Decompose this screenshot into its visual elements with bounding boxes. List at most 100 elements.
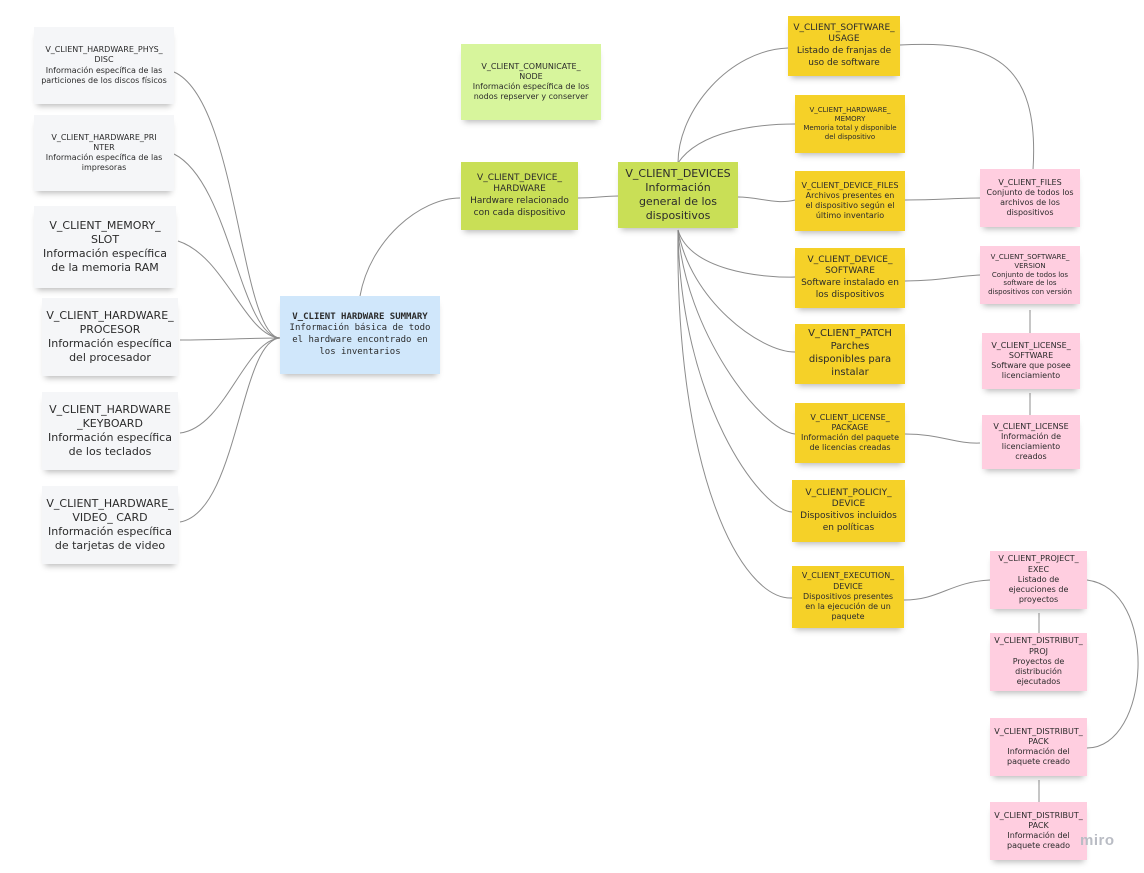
note-description: Conjunto de todos los archivos de los di… [986,187,1074,218]
note-title: V_CLIENT_HARDWARE_PHYS_ DISC [45,45,163,65]
note-description: Software que posee licenciamiento [991,361,1071,381]
note-project-exec[interactable]: V_CLIENT_PROJECT_ EXEC Listado de ejecuc… [990,551,1087,609]
note-description: Parches disponibles para instalar [808,341,892,378]
note-hardware-memory[interactable]: V_CLIENT_HARDWARE_ MEMORY Memoria total … [795,95,905,153]
note-title: V_CLIENT_PROJECT_ EXEC [998,554,1079,574]
connector-devices-execution-device [677,229,793,599]
note-description: Dispositivos incluidos en políticas [800,511,897,533]
note-description: Archivos presentes en el dispositivo seg… [805,190,895,221]
note-description: Información de licenciamiento creados [1000,431,1062,462]
note-license-package[interactable]: V_CLIENT_LICENSE_ PACKAGE Información de… [795,403,905,463]
connector-summary-printer [173,153,281,339]
connector-software-usage-files [899,43,1035,171]
note-description: Listado de franjas de uso de software [796,46,892,68]
note-distribut-proj[interactable]: V_CLIENT_DISTRIBUT_ PROJ Proyectos de di… [990,633,1087,691]
note-title: V_CLIENT_DEVICE_ HARDWARE [477,172,562,195]
connector-execution-device-project-exec [903,579,991,601]
note-title: V_CLIENT_DISTRIBUT_ PACK [994,726,1083,746]
note-description: Dispositivos presentes en la ejecución d… [802,591,894,622]
connector-devices-patch [677,229,796,353]
note-title: V_CLIENT_LICENSE_ SOFTWARE [991,340,1071,360]
note-license-software[interactable]: V_CLIENT_LICENSE_ SOFTWARE Software que … [982,333,1080,389]
note-description: Información general de los dispositivos [638,180,718,223]
note-distribut-pack-1[interactable]: V_CLIENT_DISTRIBUT_ PACK Información del… [990,718,1087,776]
note-description: Información específica de las particione… [41,65,167,85]
connector-device-files-files [904,197,981,201]
note-description: Información específica de los teclados [48,431,172,459]
note-memory-slot[interactable]: V_CLIENT_MEMORY_ SLOT Información especí… [34,206,176,288]
note-title: V_CLIENT_HARDWARE_ VIDEO_ CARD [46,496,174,524]
note-software-version[interactable]: V_CLIENT_SOFTWARE_ VERSION Conjunto de t… [980,246,1080,304]
connector-summary-video-card [179,337,281,523]
note-description: Listado de ejecuciones de proyectos [1008,574,1069,605]
connector-devices-hardware-memory [677,123,796,164]
note-files[interactable]: V_CLIENT_FILES Conjunto de todos los arc… [980,169,1080,227]
note-description: Información específica de tarjetas de vi… [48,525,172,553]
note-title: V_CLIENT_FILES [998,177,1062,187]
note-description: Información específica de las impresoras [45,153,163,173]
note-hardware-summary[interactable]: V_CLIENT HARDWARE SUMMARY Información bá… [280,296,440,374]
note-title: V_CLIENT_PATCH [808,328,892,340]
connector-license-package-license [904,433,981,444]
note-description: Conjunto de todos los software de los di… [988,270,1072,297]
note-description: Información del paquete creado [1007,831,1070,851]
note-title: V_CLIENT_SOFTWARE_ VERSION [990,252,1070,270]
note-hardware-video-card[interactable]: V_CLIENT_HARDWARE_ VIDEO_ CARD Informaci… [42,486,178,564]
connector-project-exec-distribut-pack-1 [1086,579,1139,749]
connector-devices-device-software [677,229,796,278]
note-hardware-procesor[interactable]: V_CLIENT_HARDWARE_ PROCESOR Información … [42,298,178,376]
note-execution-device[interactable]: V_CLIENT_EXECUTION_ DEVICE Dispositivos … [792,566,904,628]
connector-devices-policiy-device [677,229,793,513]
connector-devices-software-usage [677,47,789,164]
note-device-files[interactable]: V_CLIENT_DEVICE_FILES Archivos presentes… [795,171,905,231]
note-title: V_CLIENT_POLICIY_ DEVICE [805,487,892,510]
note-title: V_CLIENT_EXECUTION_ DEVICE [801,571,895,591]
note-title: V_CLIENT_DEVICE_ SOFTWARE [807,254,893,277]
note-title: V_CLIENT_DEVICE_FILES [801,180,899,190]
note-description: Información específica de los nodos reps… [472,82,590,102]
note-description: Información específica del procesador [48,337,172,365]
note-description: Hardware relacionado con cada dispositiv… [470,196,569,218]
note-title: V_CLIENT_HARDWARE_ MEMORY [809,106,891,124]
note-device-hardware[interactable]: V_CLIENT_DEVICE_ HARDWARE Hardware relac… [461,162,578,230]
connector-device-hardware-devices [577,195,619,199]
note-hardware-phys-disc[interactable]: V_CLIENT_HARDWARE_PHYS_ DISC Información… [34,27,174,104]
note-distribut-pack-2[interactable]: V_CLIENT_DISTRIBUT_ PACK Información del… [990,802,1087,860]
note-title: V_CLIENT_DEVICES [625,166,731,180]
note-description: Información del paquete creado [1007,747,1070,767]
note-title: V_CLIENT HARDWARE SUMMARY [292,311,428,322]
note-description: Proyectos de distribución ejecutados [1012,656,1065,687]
note-title: V_CLIENT_HARDWARE_ PROCESOR [46,308,174,336]
connector-summary-memory-slot [177,240,281,339]
note-hardware-printer[interactable]: V_CLIENT_HARDWARE_PRI NTER Información e… [34,115,174,191]
note-title: V_CLIENT_COMUNICATE_ NODE [481,61,581,81]
note-description: Software instalado en los dispositivos [801,278,899,300]
note-title: V_CLIENT_HARDWARE_PRI NTER [51,132,157,152]
note-description: Información del paquete de licencias cre… [801,433,899,453]
connector-summary-device-hardware [359,197,461,297]
note-title: V_CLIENT_LICENSE_ PACKAGE [810,412,890,432]
note-title: V_CLIENT_LICENSE [993,421,1069,431]
note-license[interactable]: V_CLIENT_LICENSE Información de licencia… [982,415,1080,469]
note-hardware-keyboard[interactable]: V_CLIENT_HARDWARE _KEYBOARD Información … [42,392,178,470]
note-title: V_CLIENT_MEMORY_ SLOT [49,218,161,246]
note-title: V_CLIENT_DISTRIBUT_ PACK [994,810,1083,830]
connector-summary-procesor [179,337,281,341]
note-description: Información específica de la memoria RAM [43,247,167,275]
connector-devices-license-package [677,229,796,435]
note-description: Información básica de todo el hardware e… [289,323,431,357]
connector-devices-device-files [737,196,796,203]
note-devices[interactable]: V_CLIENT_DEVICES Información general de … [618,162,738,228]
note-title: V_CLIENT_HARDWARE _KEYBOARD [49,402,171,430]
connector-summary-keyboard [179,337,281,434]
note-software-usage[interactable]: V_CLIENT_SOFTWARE_ USAGE Listado de fran… [788,16,900,76]
connector-summary-phys-disc [173,71,281,339]
note-title: V_CLIENT_DISTRIBUT_ PROJ [994,636,1083,656]
miro-watermark: miro [1080,832,1115,849]
note-title: V_CLIENT_SOFTWARE_ USAGE [793,22,895,45]
note-comunicate-node[interactable]: V_CLIENT_COMUNICATE_ NODE Información es… [461,44,601,120]
note-policiy-device[interactable]: V_CLIENT_POLICIY_ DEVICE Dispositivos in… [792,480,905,542]
note-patch[interactable]: V_CLIENT_PATCH Parches disponibles para … [795,324,905,384]
note-device-software[interactable]: V_CLIENT_DEVICE_ SOFTWARE Software insta… [795,248,905,308]
connector-device-software-software-version [904,274,981,282]
